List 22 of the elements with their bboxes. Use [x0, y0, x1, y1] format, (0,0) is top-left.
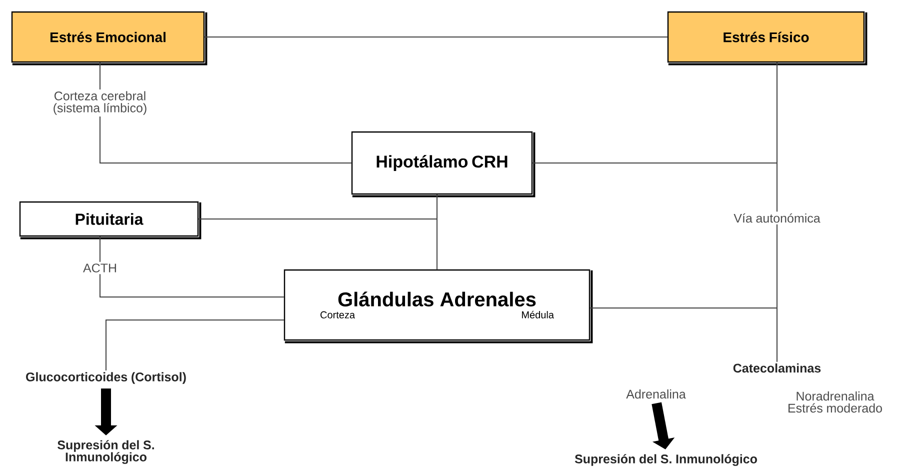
process-box: Hipotálamo CRH	[351, 131, 536, 198]
text-label: Supresión del S. Inmunológico	[574, 454, 757, 466]
connector-line	[100, 116, 352, 164]
text-label: Corteza cerebral (sistema límbico)	[54, 91, 146, 115]
block-arrow	[652, 402, 675, 450]
text-label: Noradrenalina Estrés moderado	[788, 391, 882, 413]
process-box: Glándulas Adrenales Corteza Médula	[284, 269, 593, 344]
text-label: Catecolaminas	[733, 363, 821, 373]
connector-line	[198, 194, 438, 220]
text-label: ACTH	[83, 264, 116, 272]
process-box: Pituitaria	[19, 201, 202, 240]
connector-line	[532, 62, 778, 164]
stress-box: Estrés Emocional	[11, 11, 208, 66]
stress-box: Estrés Físico	[667, 11, 868, 66]
text-label: Supresión del S. Inmunológico	[58, 440, 154, 464]
text-label: Glucocorticoides (Cortisol)	[26, 372, 186, 384]
connector-line	[776, 224, 778, 362]
connector-line	[204, 36, 668, 38]
text-label: Adrenalina	[626, 389, 686, 399]
connector-line	[106, 320, 284, 371]
text-label: Vía autonómica	[734, 213, 820, 223]
connector-line	[100, 274, 284, 298]
